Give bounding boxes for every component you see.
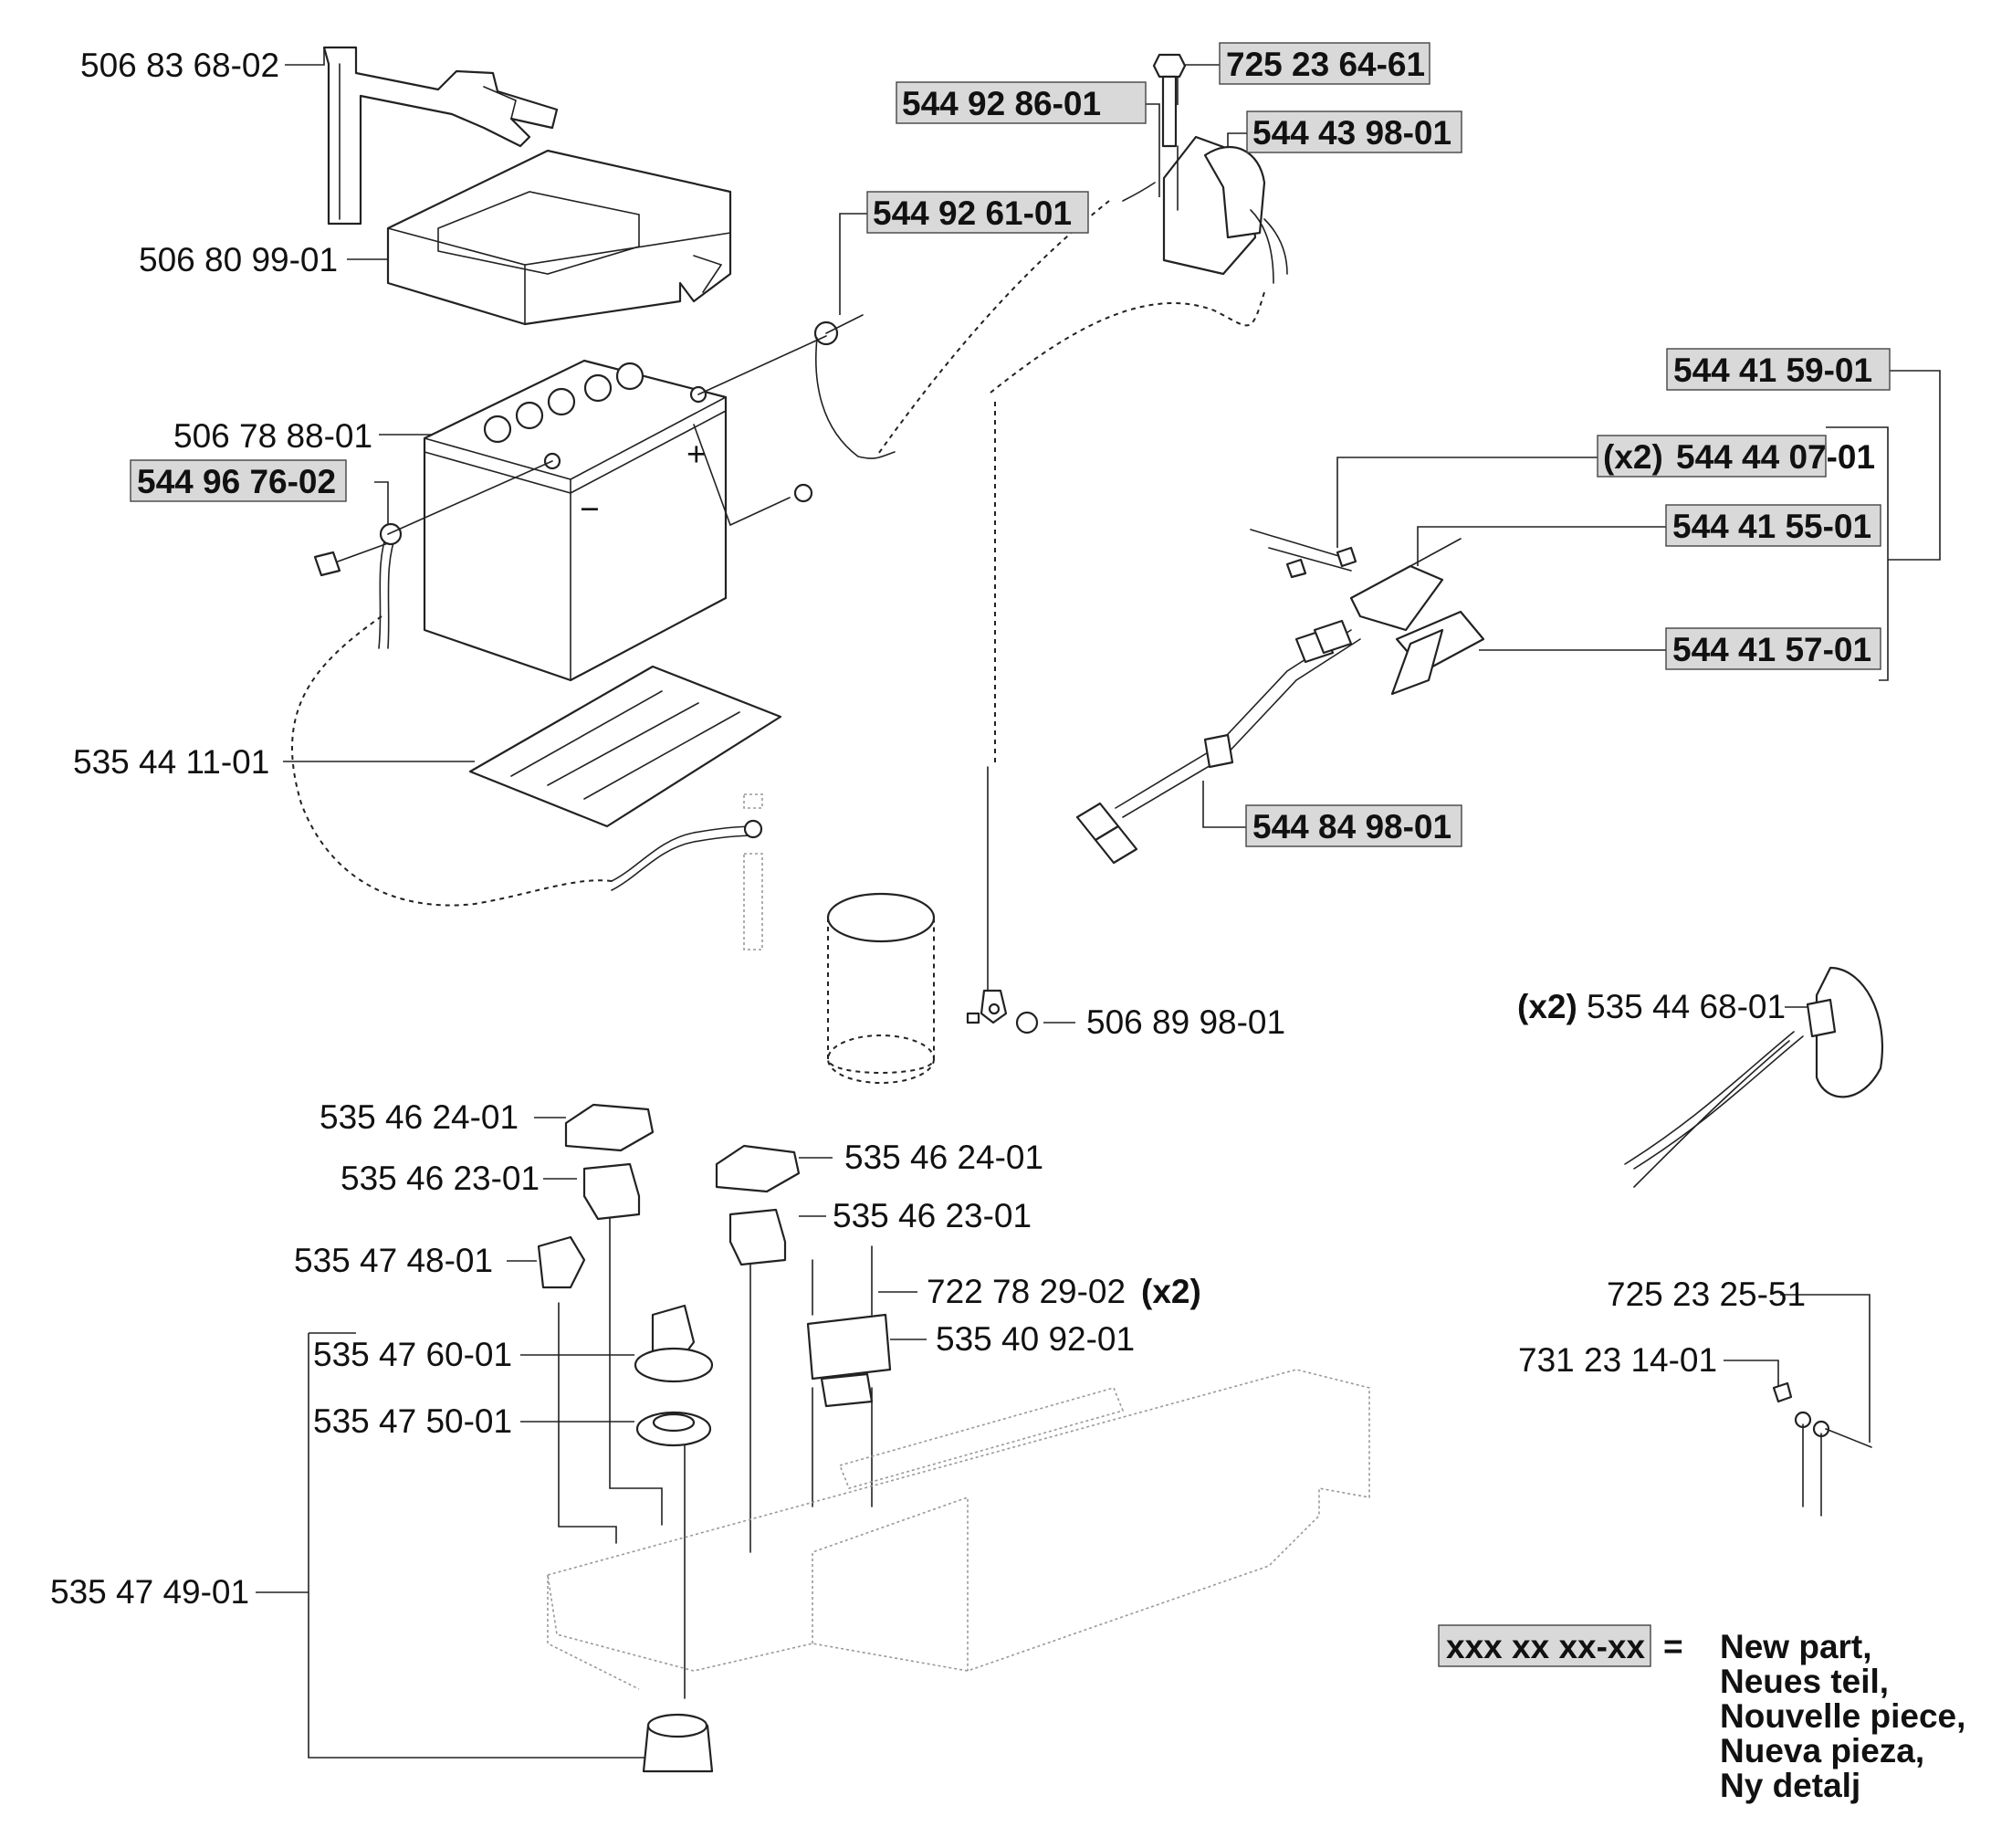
label-544415701: 544 41 57-01 — [1672, 631, 1871, 668]
label-506809901: 506 80 99-01 — [139, 241, 338, 278]
legend-line-en: New part, — [1720, 1628, 1872, 1665]
headlight-assembly — [1624, 966, 1884, 1188]
legend: xxx xx xx-xx = New part, Neues teil, Nou… — [1446, 1628, 1965, 1804]
label-722782902-qty: (x2) — [1141, 1273, 1201, 1310]
label-535409201: 535 40 92-01 — [936, 1320, 1135, 1358]
legend-equals: = — [1663, 1628, 1683, 1665]
battery-cables — [313, 314, 896, 950]
label-535462301-left: 535 46 23-01 — [341, 1160, 540, 1197]
label-535441101: 535 44 11-01 — [73, 743, 269, 781]
part-labels: 506 83 68-02 506 80 99-01 506 78 88-01 5… — [50, 46, 1875, 1611]
legend-line-de: Neues teil, — [1720, 1663, 1889, 1700]
switches-group — [537, 1103, 892, 1773]
label-544926101: 544 92 61-01 — [873, 194, 1072, 232]
label-544440701: 544 44 07-01 — [1676, 438, 1875, 476]
label-535446801: 535 44 68-01 — [1587, 988, 1786, 1025]
label-544849801: 544 84 98-01 — [1252, 808, 1451, 845]
label-506836802: 506 83 68-02 — [80, 47, 279, 84]
label-535446801-qty: (x2) — [1517, 988, 1577, 1025]
label-506899801: 506 89 98-01 — [1086, 1003, 1285, 1041]
label-731231401: 731 23 14-01 — [1518, 1341, 1717, 1379]
battery-cover — [386, 149, 732, 326]
battery: − + — [423, 359, 728, 682]
label-544439801: 544 43 98-01 — [1252, 114, 1451, 152]
label-506788801: 506 78 88-01 — [173, 417, 372, 455]
label-535476001: 535 47 60-01 — [313, 1336, 512, 1373]
label-535462301-right: 535 46 23-01 — [833, 1197, 1032, 1234]
label-544967602: 544 96 76-02 — [137, 463, 336, 500]
legend-line-fr: Nouvelle piece, — [1720, 1697, 1965, 1735]
label-535462401-left: 535 46 24-01 — [320, 1098, 519, 1136]
negative-symbol: − — [580, 490, 600, 528]
label-544928601: 544 92 86-01 — [902, 85, 1101, 122]
ground-bolt-assembly — [1772, 1381, 1872, 1517]
label-544440701-qty: (x2) — [1603, 438, 1663, 476]
legend-line-sv: Ny detalj — [1720, 1767, 1860, 1804]
seat-switch-harness — [1075, 529, 1485, 865]
label-725232551: 725 23 25-51 — [1607, 1276, 1806, 1313]
label-535474801: 535 47 48-01 — [294, 1242, 493, 1279]
label-544415901: 544 41 59-01 — [1673, 352, 1872, 389]
label-535462401-right: 535 46 24-01 — [844, 1139, 1043, 1176]
starter-solenoid — [1122, 53, 1288, 284]
dash-panel — [547, 1369, 1370, 1690]
positive-symbol: + — [686, 436, 707, 473]
leader-lines — [256, 47, 1941, 1759]
fuse-holder-can — [826, 892, 1039, 1084]
battery-tray-mat — [468, 665, 782, 828]
label-725236461: 725 23 64-61 — [1226, 46, 1425, 83]
battery-hold-down-bracket — [322, 46, 559, 226]
label-544415501: 544 41 55-01 — [1672, 508, 1871, 545]
legend-line-es: Nueva pieza, — [1720, 1732, 1924, 1769]
new-part-boxes — [130, 42, 1891, 1667]
label-722782902: 722 78 29-02 — [927, 1273, 1126, 1310]
label-535475001: 535 47 50-01 — [313, 1402, 512, 1440]
legend-sample: xxx xx xx-xx — [1446, 1628, 1646, 1665]
label-535474901: 535 47 49-01 — [50, 1573, 249, 1611]
